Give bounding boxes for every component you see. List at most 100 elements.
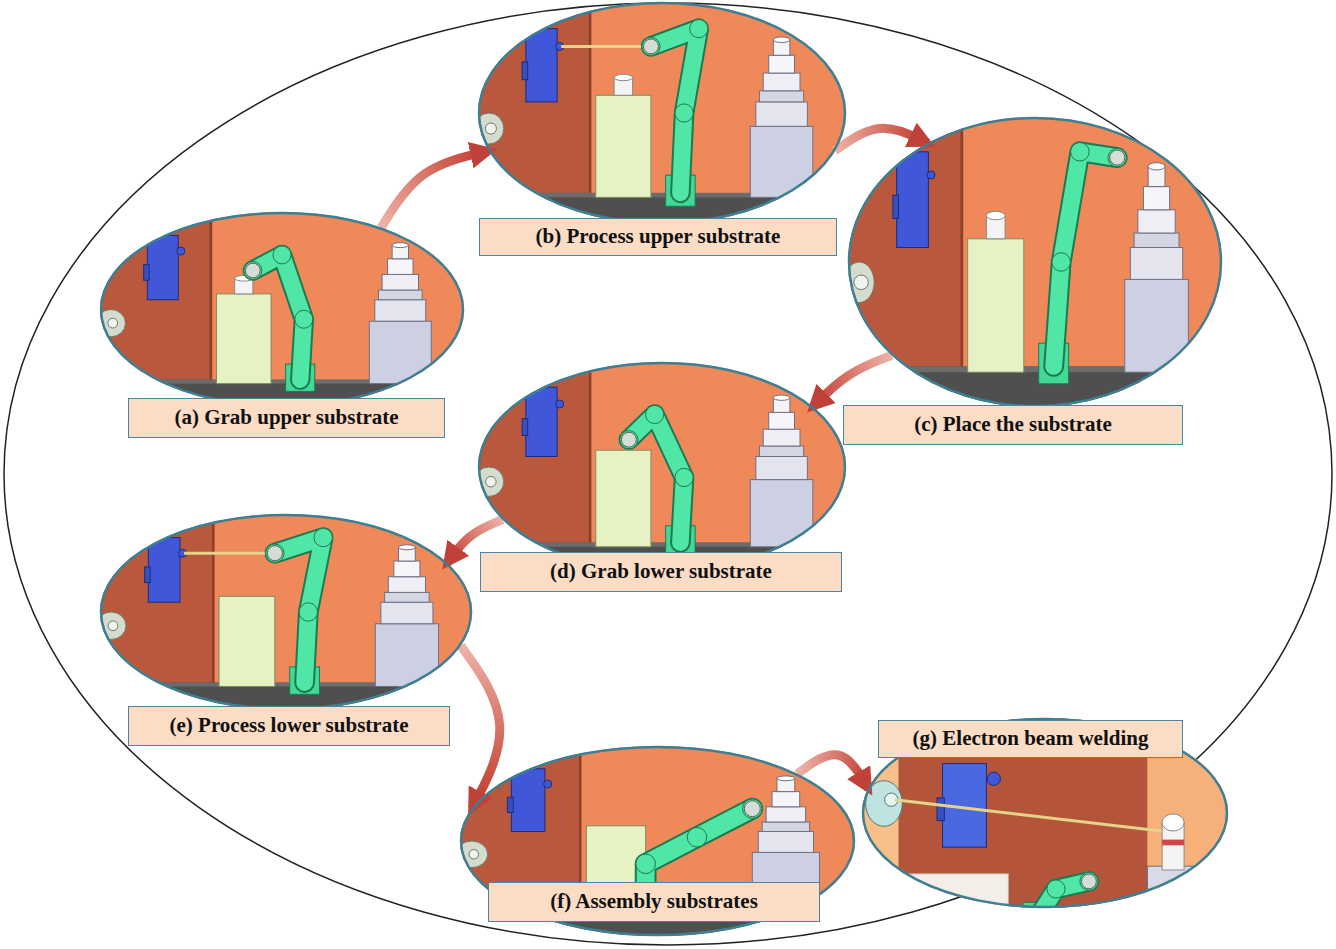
beam-box — [897, 152, 929, 248]
fixture-tier — [760, 91, 804, 102]
background — [460, 746, 855, 936]
electron-beam — [895, 800, 1169, 832]
robot-joint — [244, 261, 262, 279]
fixture-tier — [760, 446, 804, 457]
beam-box-knob — [556, 400, 564, 408]
panel-scene — [844, 117, 1222, 407]
beam-box — [511, 769, 545, 832]
panel-scene — [456, 746, 855, 936]
substrate-top — [773, 395, 790, 400]
panel-outline — [848, 117, 1222, 407]
caption-text: (e) Process lower substrate — [170, 713, 409, 738]
beam-box — [147, 235, 178, 299]
caption-text: (g) Electron beam welding — [913, 726, 1149, 751]
caption-box: (d) Grab lower substrate — [480, 552, 842, 592]
fixture-tier — [772, 792, 800, 807]
wall — [848, 117, 960, 372]
robot-joint — [690, 20, 708, 38]
fixture-tier — [388, 577, 425, 593]
floor-edge — [848, 366, 1222, 372]
caption-box: (e) Process lower substrate — [128, 706, 450, 746]
floor-edge — [100, 380, 464, 384]
robot-joint — [743, 799, 763, 819]
substrate-top — [1162, 814, 1184, 831]
robot-joint — [295, 310, 313, 328]
pedestal — [968, 239, 1024, 372]
process-panel: (g) Electron beam welding — [862, 718, 1228, 908]
fixture-tier — [758, 832, 813, 853]
wall-edge — [960, 117, 963, 372]
substrate-top — [399, 545, 416, 550]
panel-ellipse — [849, 118, 1221, 406]
fixture-tier — [1130, 248, 1182, 280]
panel-outline — [478, 2, 846, 224]
end-effector — [246, 263, 261, 278]
pedestal — [219, 596, 275, 686]
substrate-top — [1148, 163, 1165, 170]
robot-joint — [273, 246, 291, 264]
panel-ellipse — [863, 719, 1227, 907]
gun-nozzle — [108, 621, 118, 631]
fixture-base — [1147, 866, 1198, 904]
fixture-tier — [763, 429, 800, 446]
substrate-top — [986, 211, 1005, 219]
pedestal — [596, 450, 651, 547]
gun-nozzle — [485, 123, 496, 134]
electron-beam — [184, 552, 265, 555]
fixture-tier — [1134, 233, 1179, 248]
fixture-tier — [1143, 187, 1169, 210]
robot-joint — [636, 854, 656, 874]
background — [848, 117, 1222, 407]
wall — [100, 212, 209, 384]
beam-box-slot — [522, 419, 528, 436]
end-effector — [1082, 874, 1097, 889]
beam-box — [148, 538, 180, 603]
gun-nozzle — [469, 850, 479, 860]
background — [478, 2, 846, 224]
caption-box: (c) Place the substrate — [843, 405, 1183, 445]
wall-edge — [209, 212, 212, 384]
robot-arm — [651, 29, 699, 193]
end-effector — [1110, 150, 1125, 165]
pedestal — [216, 294, 271, 384]
gun-nozzle — [486, 476, 497, 487]
fixture-tier — [769, 412, 795, 429]
beam-box-slot — [893, 195, 899, 218]
fixture-tier — [766, 807, 806, 822]
caption-text: (a) Grab upper substrate — [174, 405, 398, 430]
weld-band — [1162, 840, 1184, 846]
wall-edge — [212, 514, 215, 686]
robot-joint — [675, 104, 693, 122]
gun-nozzle — [854, 275, 869, 290]
pedestal — [596, 95, 651, 197]
robot-arm-outline — [651, 29, 699, 193]
panel-outline — [478, 362, 846, 572]
panel-ellipse — [461, 747, 854, 935]
robot-joint — [675, 468, 693, 486]
panel-scene — [474, 362, 846, 572]
flow-arrow — [797, 755, 868, 789]
floor-slab — [862, 874, 1008, 912]
beam-box-slot — [507, 797, 513, 812]
fixture-tier — [769, 55, 795, 73]
robot-joint — [299, 603, 317, 621]
fixture-tier — [388, 259, 413, 275]
fixture-tier — [394, 561, 420, 577]
robot-joint — [687, 827, 707, 847]
caption-text: (b) Process upper substrate — [536, 224, 781, 249]
fixture-tier — [1138, 210, 1175, 233]
beam-box-knob — [987, 772, 1000, 785]
process-panel: (b) Process upper substrate — [478, 2, 846, 224]
fixture-tier — [756, 457, 808, 480]
panel-scene — [96, 514, 472, 710]
fixture-base — [375, 624, 438, 687]
fixture-tier — [375, 300, 426, 321]
background — [478, 362, 846, 572]
process-panel: (d) Grab lower substrate — [478, 362, 846, 572]
beam-box-knob — [177, 247, 185, 255]
substrate-top — [773, 37, 790, 43]
panel-scene — [862, 718, 1228, 929]
robot-joint — [1080, 872, 1098, 890]
